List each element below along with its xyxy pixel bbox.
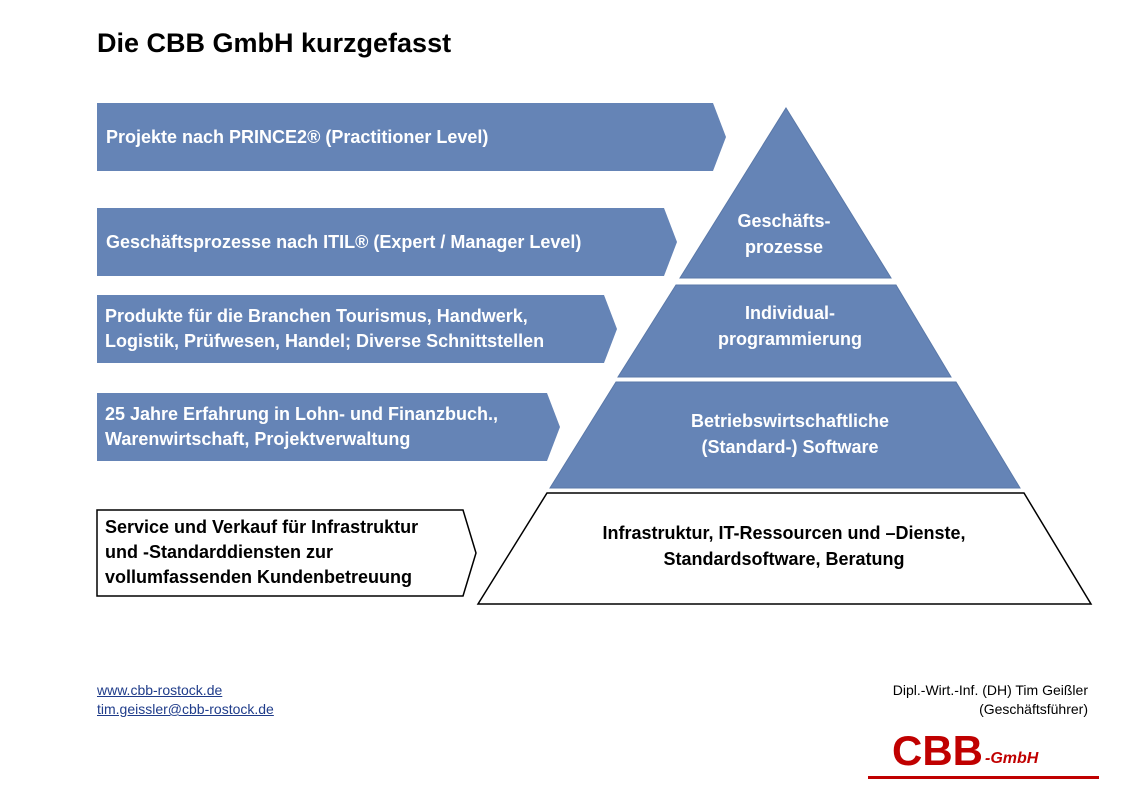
pyramid-line: Infrastruktur, IT-Ressourcen und –Dienst… <box>602 523 966 543</box>
contact-person: Dipl.-Wirt.-Inf. (DH) Tim Geißler (Gesch… <box>893 681 1088 719</box>
arrow-shape-service <box>96 509 477 597</box>
pyramid-label-2: Individual- programmierung <box>690 300 890 352</box>
arrow-shape-erfahrung <box>97 393 560 461</box>
pyramid-line: programmierung <box>717 329 863 349</box>
website-link[interactable]: www.cbb-rostock.de <box>97 682 223 698</box>
pyramid-tier-4 <box>476 492 1093 605</box>
arrow-line: und -Standarddiensten zur <box>105 542 334 562</box>
pyramid-label-1: Geschäfts- prozesse <box>704 208 864 260</box>
pyramid-line: Individual- <box>745 303 835 323</box>
arrow-label-produkte: Produkte für die Branchen Tourismus, Han… <box>105 304 544 354</box>
company-logo: CBB <box>892 727 983 774</box>
pyramid-line: Geschäfts- <box>737 211 831 231</box>
arrow-shape-itil <box>97 208 677 276</box>
arrow-label-itil: Geschäftsprozesse nach ITIL® (Expert / M… <box>106 230 581 255</box>
pyramid-line: (Standard-) Software <box>701 437 879 457</box>
email-link[interactable]: tim.geissler@cbb-rostock.de <box>97 701 274 717</box>
page-title: Die CBB GmbH kurzgefasst <box>97 28 452 58</box>
person-name: Dipl.-Wirt.-Inf. (DH) Tim Geißler <box>892 682 1088 698</box>
arrow-line: Projekte nach PRINCE2® (Practitioner Lev… <box>106 127 489 147</box>
arrow-line: Service und Verkauf für Infrastruktur <box>105 517 419 537</box>
company-logo-suffix: -GmbH <box>985 750 1039 767</box>
pyramid-tier-1 <box>679 107 892 279</box>
pyramid-tier-3 <box>549 381 1021 489</box>
logo-underline <box>868 776 1099 779</box>
pyramid-tier-2 <box>617 284 952 378</box>
arrow-shape-prince2 <box>97 103 726 171</box>
arrow-line: vollumfassenden Kundenbetreuung <box>105 567 413 587</box>
arrow-line: Produkte für die Branchen Tourismus, Han… <box>105 306 528 326</box>
pyramid-line: Betriebswirtschaftliche <box>690 411 890 431</box>
arrow-line: Warenwirtschaft, Projektverwaltung <box>105 429 411 449</box>
arrow-shape-produkte <box>97 295 617 363</box>
arrow-line: 25 Jahre Erfahrung in Lohn- und Finanzbu… <box>105 404 499 424</box>
person-role: (Geschäftsführer) <box>979 701 1088 717</box>
arrow-label-prince2: Projekte nach PRINCE2® (Practitioner Lev… <box>106 125 488 150</box>
pyramid-line: prozesse <box>744 237 824 257</box>
pyramid-label-4: Infrastruktur, IT-Ressourcen und –Dienst… <box>564 520 1004 572</box>
arrow-line: Geschäftsprozesse nach ITIL® (Expert / M… <box>106 232 582 252</box>
arrow-label-erfahrung: 25 Jahre Erfahrung in Lohn- und Finanzbu… <box>105 402 498 452</box>
pyramid-label-3: Betriebswirtschaftliche (Standard-) Soft… <box>660 408 920 460</box>
arrow-line: Logistik, Prüfwesen, Handel; Diverse Sch… <box>105 331 545 351</box>
arrow-label-service: Service und Verkauf für Infrastruktur un… <box>105 515 418 590</box>
contact-links: www.cbb-rostock.de tim.geissler@cbb-rost… <box>97 681 274 719</box>
pyramid-line: Standardsoftware, Beratung <box>663 549 905 569</box>
